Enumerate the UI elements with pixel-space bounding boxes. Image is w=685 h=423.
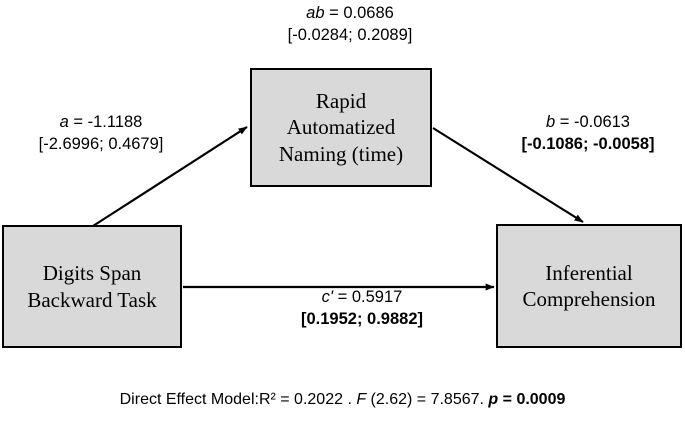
node-mediator-line-1: Rapid	[315, 88, 367, 113]
node-mediator-line-3: Naming (time)	[278, 141, 404, 166]
node-rapid-automatized-naming: Rapid Automatized Naming (time)	[250, 68, 432, 187]
path-b-coefficient: b = -0.0613	[492, 112, 684, 134]
path-a-coefficient: a = -1.1188	[8, 112, 194, 134]
node-outcome-line-1: Inferential	[545, 260, 633, 285]
node-outcome-line-2: Comprehension	[522, 287, 656, 311]
node-predictor-line-2: Backward Task	[27, 287, 157, 312]
path-c-prime-confidence-interval: [0.1952; 0.9882]	[300, 309, 423, 328]
path-a-symbol: a	[59, 113, 69, 131]
path-ab-confidence-interval: [-0.0284; 0.2089]	[287, 25, 413, 44]
model-stats-r-squared: Direct Effect Model:R² = 0.2022 .	[119, 391, 357, 408]
path-c-prime-coefficient: c' = 0.5917	[252, 287, 472, 309]
path-ab-value: = 0.0686	[324, 4, 394, 22]
path-a-confidence-interval: [-2.6996; 0.4679]	[38, 134, 164, 153]
model-stats-p-value: = 0.0009	[498, 391, 566, 408]
path-ab-coefficient: ab = 0.0686	[228, 3, 472, 25]
path-c-prime-symbol: c'	[321, 288, 334, 306]
node-mediator-line-2: Automatized	[286, 115, 396, 140]
path-b-symbol: b	[546, 113, 556, 131]
path-a-value: = -1.1188	[68, 113, 143, 131]
path-label-b: b = -0.0613 [-0.1086; -0.0058]	[492, 112, 684, 156]
path-label-indirect-ab: ab = 0.0686 [-0.0284; 0.2089]	[228, 3, 472, 47]
model-stats-p-symbol: p	[488, 391, 499, 408]
model-stats-f-symbol: F	[356, 391, 367, 408]
node-digits-span-backward-task: Digits Span Backward Task	[2, 225, 182, 348]
path-c-prime-value: = 0.5917	[333, 288, 403, 306]
model-stats-f-value: (2.62) = 7.8567.	[366, 391, 489, 408]
model-statistics-caption: Direct Effect Model:R² = 0.2022 . F (2.6…	[0, 390, 685, 411]
node-inferential-comprehension: Inferential Comprehension	[496, 224, 682, 348]
path-b-confidence-interval: [-0.1086; -0.0058]	[521, 134, 655, 153]
path-b-value: = -0.0613	[555, 113, 630, 131]
path-label-a: a = -1.1188 [-2.6996; 0.4679]	[8, 112, 194, 156]
path-ab-symbol: ab	[306, 4, 325, 22]
path-label-c-prime: c' = 0.5917 [0.1952; 0.9882]	[252, 287, 472, 331]
node-predictor-line-1: Digits Span	[42, 261, 142, 286]
